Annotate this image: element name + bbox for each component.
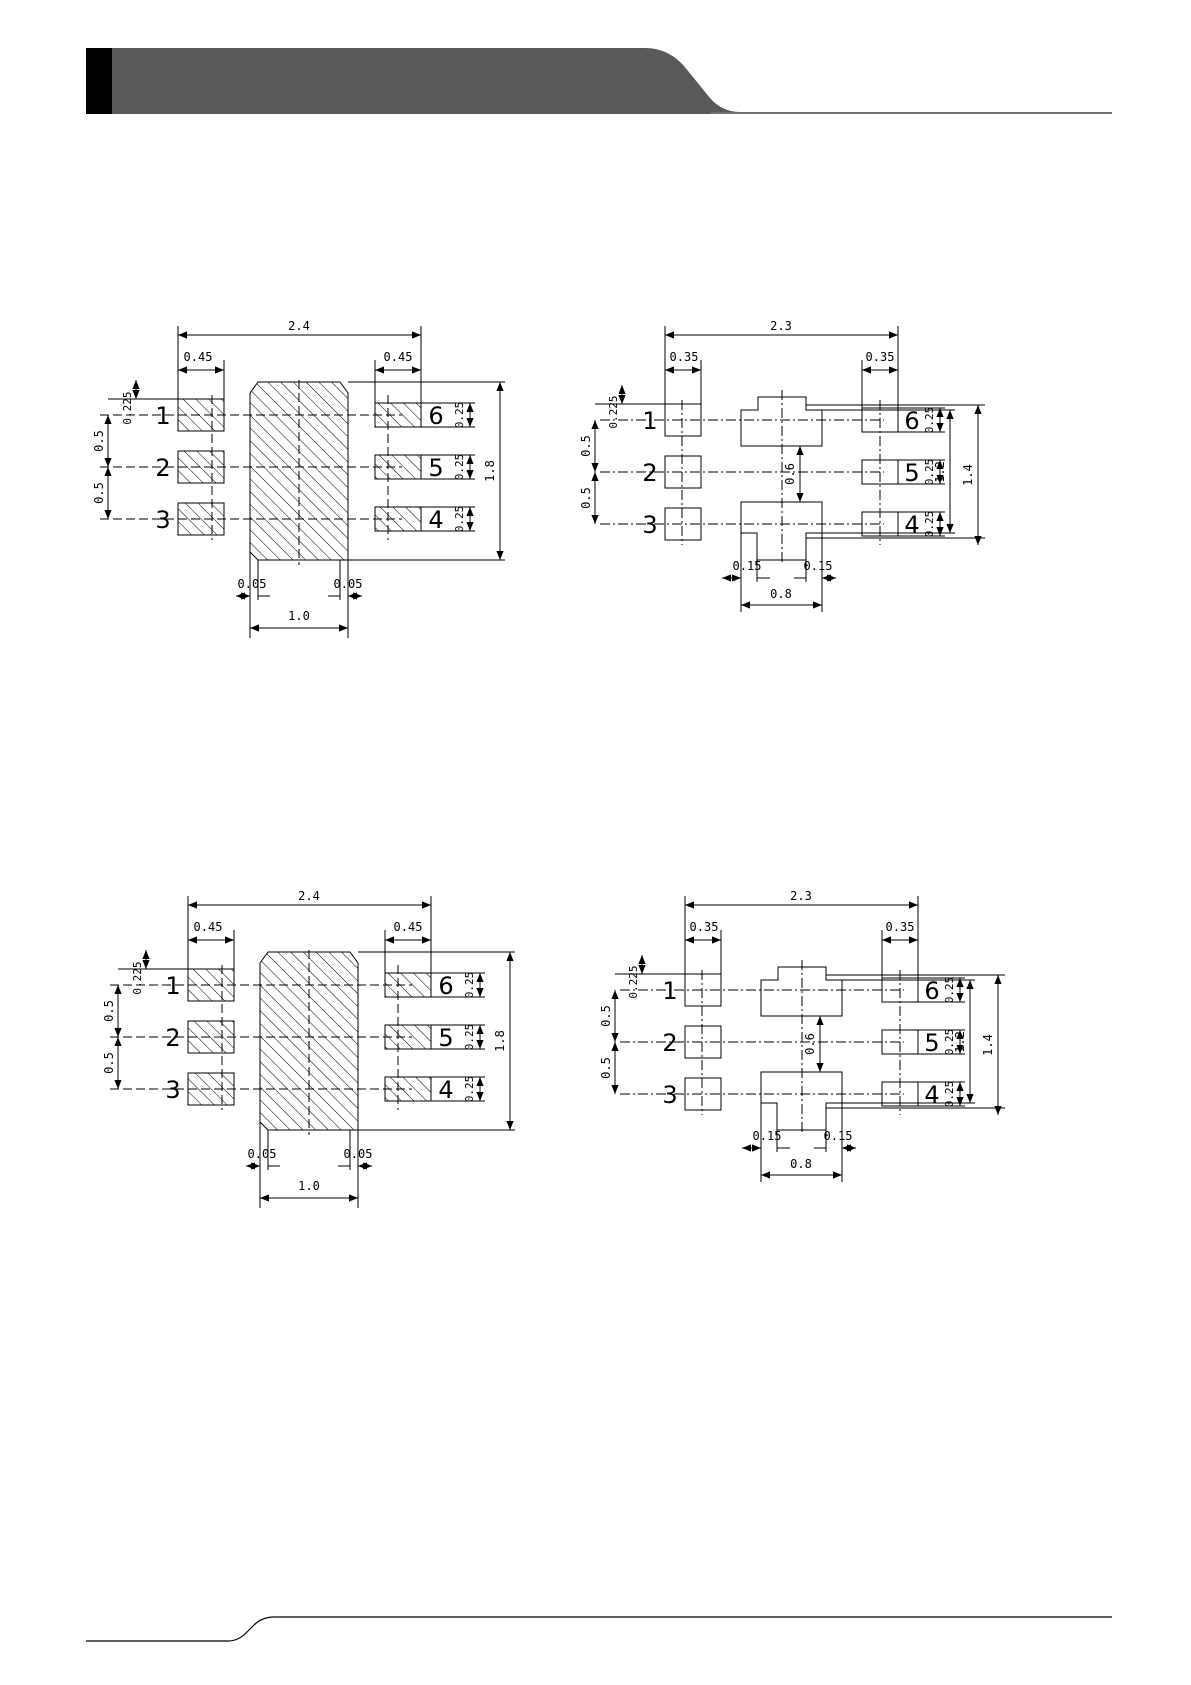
dim-pitch-1-label: 0.5 bbox=[579, 435, 593, 457]
pin-number-right: 6 bbox=[438, 972, 453, 1000]
dim-notch-right-label: 0.15 bbox=[804, 559, 833, 573]
pin-number-left: 3 bbox=[662, 1081, 677, 1109]
dim-pitch-2-label: 0.5 bbox=[599, 1057, 613, 1079]
page-header bbox=[86, 48, 1112, 114]
dim-offset-label: 0.225 bbox=[121, 391, 134, 424]
dim-outer-label: 1.4 bbox=[961, 464, 975, 486]
dim-outer-label: 1.4 bbox=[981, 1034, 995, 1056]
dim-width-label: 2.4 bbox=[298, 889, 320, 903]
pad-left-1 bbox=[664, 403, 702, 437]
dim-notch-left-label: 0.15 bbox=[753, 1129, 782, 1143]
pin-number-left: 1 bbox=[155, 402, 170, 430]
dim-pad-left-label: 0.45 bbox=[184, 350, 213, 364]
dim-pad-left-label: 0.35 bbox=[690, 920, 719, 934]
dim-body-width-label: 1.0 bbox=[288, 609, 310, 623]
dim-gap-label: 0.6 bbox=[803, 1033, 817, 1055]
top-tab-pad bbox=[760, 966, 843, 1017]
dim-pad-height-label: 0.25 bbox=[463, 1076, 476, 1103]
pin-number-right: 4 bbox=[924, 1081, 939, 1109]
dim-pitch-2-label: 0.5 bbox=[92, 482, 106, 504]
pad-left-1 bbox=[684, 973, 722, 1007]
pin-number-right: 6 bbox=[924, 977, 939, 1005]
pad-left-3 bbox=[684, 1077, 722, 1111]
dim-pitch-2-label: 0.5 bbox=[579, 487, 593, 509]
pin-number-left: 1 bbox=[165, 972, 180, 1000]
pin-number-right: 5 bbox=[924, 1029, 939, 1057]
dim-height-label: 1.8 bbox=[483, 460, 497, 482]
dim-height-label: 1.8 bbox=[493, 1030, 507, 1052]
pad-right-5 bbox=[374, 454, 422, 480]
pad-left-3 bbox=[664, 507, 702, 541]
pad-right-4 bbox=[374, 506, 422, 532]
pin-number-right: 4 bbox=[428, 506, 443, 534]
footer-rule bbox=[86, 1616, 1112, 1642]
dim-pitch-1-label: 0.5 bbox=[599, 1005, 613, 1027]
pin-number-left: 3 bbox=[165, 1076, 180, 1104]
land-pattern-large-pad-top: 1 6 2 5 3 4 2.4 0.45 0.45 1.8 0.25 0.25 0.25 0.225 0.5… bbox=[92, 319, 505, 638]
pin-number-left: 2 bbox=[155, 454, 170, 482]
dim-offset-label: 0.225 bbox=[607, 395, 620, 428]
pin-number-left: 3 bbox=[642, 511, 657, 539]
dim-gap-right-label: 0.05 bbox=[334, 577, 363, 591]
land-pattern-large-pad-bottom: 1 6 2 5 3 4 2.4 0.45 0.45 1.8 0.25 0.25 0.25 0.225 0.5… bbox=[102, 889, 515, 1208]
dim-pad-height-label: 0.25 bbox=[463, 972, 476, 999]
pin-number-left: 2 bbox=[165, 1024, 180, 1052]
dim-pad-right-label: 0.35 bbox=[886, 920, 915, 934]
dim-pad-height-label: 0.25 bbox=[463, 1024, 476, 1051]
pad-left-2 bbox=[664, 455, 702, 489]
pin-number-right: 6 bbox=[428, 402, 443, 430]
pin-number-right: 6 bbox=[904, 407, 919, 435]
dim-gap-left-label: 0.05 bbox=[248, 1147, 277, 1161]
dim-pad-height-label: 0.25 bbox=[943, 977, 956, 1004]
header-accent-block bbox=[86, 48, 112, 114]
pad-right-5 bbox=[384, 1024, 432, 1050]
dim-body-width-label: 1.0 bbox=[298, 1179, 320, 1193]
pin-number-left: 1 bbox=[662, 977, 677, 1005]
dim-pad-height-label: 0.25 bbox=[923, 511, 936, 538]
dim-notch-left-label: 0.15 bbox=[733, 559, 762, 573]
dim-pitch-2-label: 0.5 bbox=[102, 1052, 116, 1074]
dim-pad-height-label: 0.25 bbox=[923, 407, 936, 434]
dim-pad-left-label: 0.45 bbox=[194, 920, 223, 934]
dim-pad-height-label: 0.25 bbox=[943, 1029, 956, 1056]
dim-notch-right-label: 0.15 bbox=[824, 1129, 853, 1143]
dim-pad-height-label: 0.25 bbox=[923, 459, 936, 486]
pin-number-left: 2 bbox=[642, 459, 657, 487]
dim-tab-width-label: 0.8 bbox=[770, 587, 792, 601]
pin-number-right: 4 bbox=[904, 511, 919, 539]
top-tab-pad bbox=[740, 396, 823, 447]
pin-number-left: 3 bbox=[155, 506, 170, 534]
dim-pad-right-label: 0.35 bbox=[866, 350, 895, 364]
pin-number-right: 4 bbox=[438, 1076, 453, 1104]
dim-pitch-1-label: 0.5 bbox=[92, 430, 106, 452]
pin-number-right: 5 bbox=[438, 1024, 453, 1052]
dim-width-label: 2.4 bbox=[288, 319, 310, 333]
pin-number-right: 5 bbox=[904, 459, 919, 487]
pin-number-left: 1 bbox=[642, 407, 657, 435]
pad-left-2 bbox=[684, 1025, 722, 1059]
dim-pad-height-label: 0.25 bbox=[943, 1081, 956, 1108]
dim-width-label: 2.3 bbox=[770, 319, 792, 333]
dim-pad-right-label: 0.45 bbox=[384, 350, 413, 364]
dim-pad-height-label: 0.25 bbox=[453, 506, 466, 533]
dim-width-label: 2.3 bbox=[790, 889, 812, 903]
dim-gap-label: 0.6 bbox=[783, 463, 797, 485]
dim-offset-label: 0.225 bbox=[131, 961, 144, 994]
dim-pitch-1-label: 0.5 bbox=[102, 1000, 116, 1022]
page-footer bbox=[86, 1616, 1112, 1642]
dim-pad-left-label: 0.35 bbox=[670, 350, 699, 364]
dim-gap-right-label: 0.05 bbox=[344, 1147, 373, 1161]
dim-tab-width-label: 0.8 bbox=[790, 1157, 812, 1171]
dim-pad-height-label: 0.25 bbox=[453, 454, 466, 481]
dim-gap-left-label: 0.05 bbox=[238, 577, 267, 591]
pin-number-right: 5 bbox=[428, 454, 443, 482]
header-bar bbox=[112, 48, 1112, 114]
dim-pad-right-label: 0.45 bbox=[394, 920, 423, 934]
pin-number-left: 2 bbox=[662, 1029, 677, 1057]
dim-offset-label: 0.225 bbox=[627, 965, 640, 998]
dim-pad-height-label: 0.25 bbox=[453, 402, 466, 429]
